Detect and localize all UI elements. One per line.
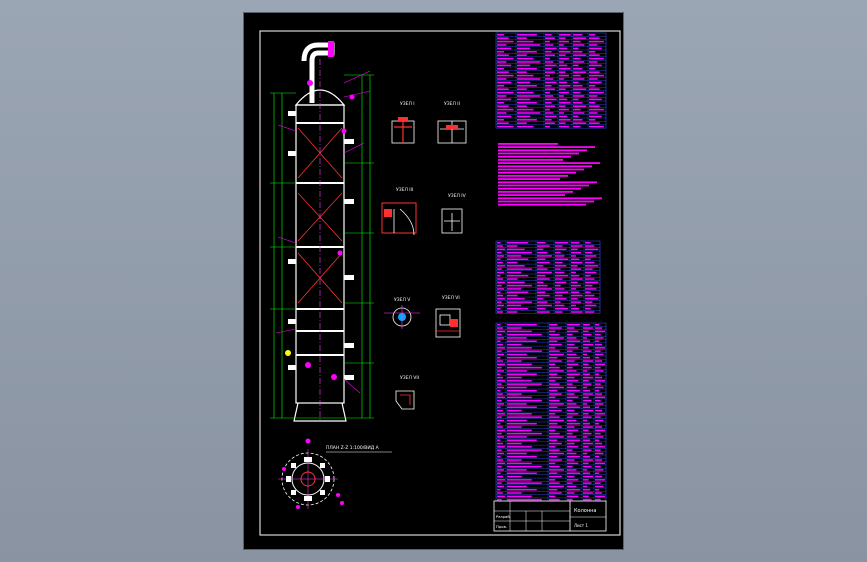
drawing-sheet: УЗЕЛ I УЗЕЛ II УЗЕЛ III УЗЕЛ IV <box>244 13 623 549</box>
detail-4: УЗЕЛ IV <box>441 193 467 234</box>
item-markers <box>305 80 355 380</box>
detail-1: УЗЕЛ I <box>391 101 415 144</box>
title-block-name: Колонна <box>574 508 596 514</box>
dimension-lines <box>270 74 374 419</box>
detail-4-label: УЗЕЛ IV <box>448 193 467 199</box>
detail-5: УЗЕЛ V <box>384 297 420 329</box>
spec-table-middle <box>495 240 601 314</box>
technical-notes <box>498 143 602 206</box>
section-view-label: ПЛАН Z-Z 1:100/ВИД А <box>326 445 380 451</box>
spec-table-top <box>495 32 607 129</box>
title-block: Разраб. Пров. Колонна Лист 1 <box>493 500 607 532</box>
detail-2: УЗЕЛ II <box>437 101 467 144</box>
title-block-label-a: Разраб. <box>496 514 511 519</box>
detail-7-label: УЗЕЛ VII <box>400 375 419 381</box>
column-skirt <box>293 402 347 422</box>
detail-5-label: УЗЕЛ V <box>394 297 411 303</box>
detail-7: УЗЕЛ VII <box>395 375 419 410</box>
title-block-label-b: Пров. <box>496 524 507 529</box>
title-block-sheet: Лист 1 <box>574 523 588 528</box>
cad-drawing: УЗЕЛ I УЗЕЛ II УЗЕЛ III УЗЕЛ IV <box>259 30 621 536</box>
drawing-frame <box>259 30 621 536</box>
section-view: ПЛАН Z-Z 1:100/ВИД А <box>278 438 392 509</box>
detail-3: УЗЕЛ III <box>381 187 417 236</box>
detail-2-label: УЗЕЛ II <box>444 101 460 107</box>
detail-1-label: УЗЕЛ I <box>400 101 415 107</box>
outlet-flange <box>328 41 334 57</box>
detail-views: УЗЕЛ I УЗЕЛ II УЗЕЛ III УЗЕЛ IV <box>381 101 467 410</box>
nozzles <box>288 111 354 380</box>
detail-3-label: УЗЕЛ III <box>396 187 413 193</box>
detail-6: УЗЕЛ VI <box>435 295 461 338</box>
spec-tables <box>495 32 607 502</box>
leader-lines <box>275 70 371 394</box>
reference-marker <box>285 350 291 356</box>
spec-table-bottom <box>495 322 607 502</box>
detail-6-label: УЗЕЛ VI <box>442 295 460 301</box>
column-elevation <box>270 41 374 422</box>
